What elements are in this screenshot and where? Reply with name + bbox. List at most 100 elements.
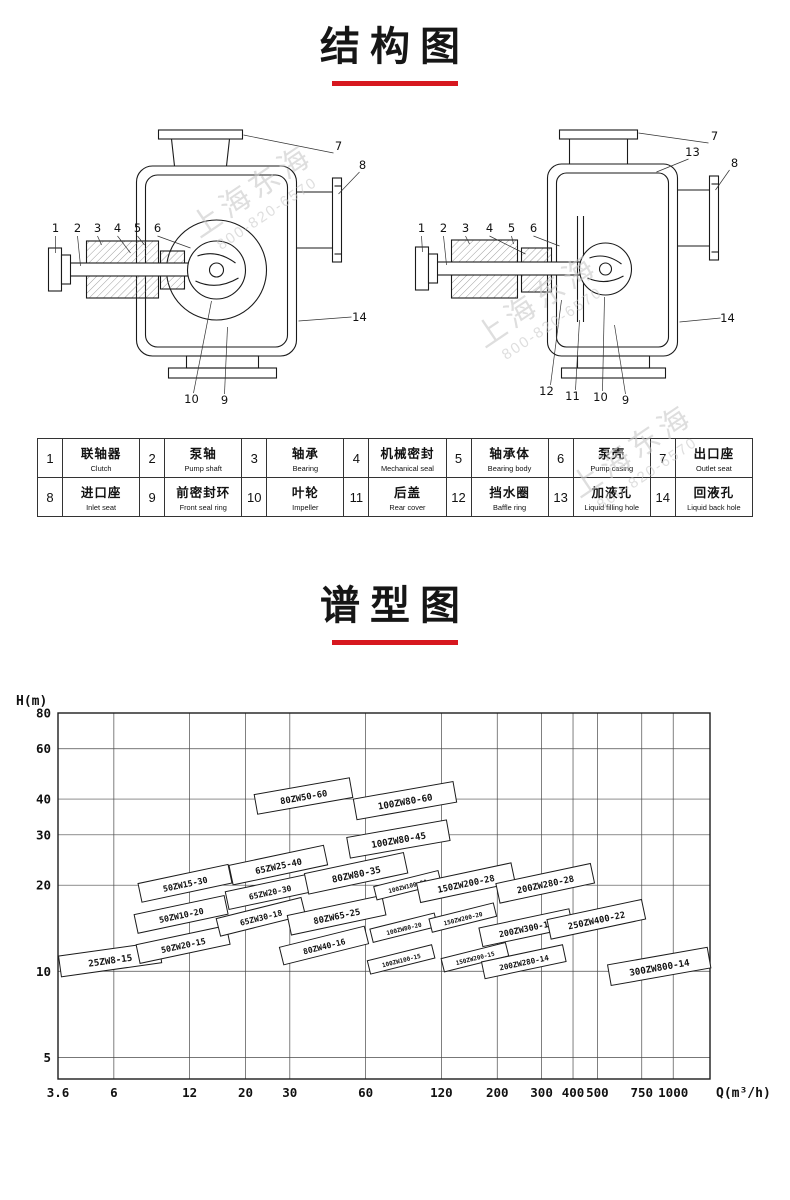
part-name-cell: 叶轮 Impeller [266, 477, 345, 517]
y-tick-label: 30 [36, 827, 51, 842]
part-name-en: Bearing body [487, 464, 532, 473]
callout-number: 8 [731, 156, 738, 170]
part-name-zh: 回液孔 [693, 486, 735, 500]
x-tick-label: 750 [630, 1085, 653, 1100]
part-name-en: Pump shaft [184, 464, 222, 473]
callout-number: 6 [154, 221, 161, 235]
pump-model-rect [135, 925, 231, 964]
pump-model-rect [480, 944, 567, 980]
callout-number: 9 [221, 393, 228, 407]
spectrum-section-header: 谱型图 [0, 573, 790, 645]
callout-number: 2 [440, 221, 447, 235]
x-tick-label: 6 [110, 1085, 118, 1100]
y-tick-label: 80 [36, 706, 51, 721]
part-number: 3 [241, 438, 268, 478]
callout-numbers-left: 1 2 3 4 5 6 7 8 14 10 9 [52, 139, 367, 407]
chart-frame [57, 712, 711, 1080]
x-tick-label: 500 [586, 1085, 609, 1100]
part-number: 9 [139, 477, 166, 517]
pump-model-box: 80ZW80-35 [303, 851, 409, 895]
x-tick-label: 20 [238, 1085, 253, 1100]
callout-number: 8 [359, 158, 366, 172]
part-name-cell: 出口座 Outlet seat [674, 438, 754, 478]
x-tick-label: 12 [182, 1085, 197, 1100]
pump-model-box: 200ZW300-18 [478, 908, 574, 948]
x-tick-label: 60 [358, 1085, 373, 1100]
callout-number: 11 [565, 389, 580, 403]
part-name-zh: 加液孔 [591, 486, 632, 500]
part-number: 12 [445, 477, 472, 517]
pump-model-rect [286, 894, 387, 936]
part-name-cell: 加液孔 Liquid filling hole [572, 477, 651, 517]
y-tick-label: 40 [36, 792, 51, 807]
part-name-zh: 叶轮 [291, 486, 319, 500]
pump-model-rect [346, 819, 451, 859]
part-number: 14 [649, 477, 676, 517]
callout-number: 4 [114, 221, 121, 235]
leader-lines-right [421, 132, 730, 395]
pump-model-rect [228, 844, 329, 886]
callout-number: 4 [486, 221, 493, 235]
callout-number: 5 [134, 221, 141, 235]
part-number: 11 [343, 477, 370, 517]
x-axis-label: Q(m³/h) [716, 1086, 771, 1101]
part-name-cell: 轴承体 Bearing body [470, 438, 549, 478]
pump-model-box: 65ZW30-18 [215, 896, 306, 937]
callout-number: 2 [74, 221, 81, 235]
part-name-en: Impeller [292, 503, 319, 512]
x-tick-label: 1000 [658, 1085, 688, 1100]
structure-title: 结构图 [320, 24, 470, 70]
callout-number: 14 [720, 311, 735, 325]
x-tick-label: 400 [562, 1085, 585, 1100]
callout-number: 3 [462, 221, 469, 235]
callout-numbers-right: 1 2 3 4 5 6 7 13 8 14 12 11 10 9 [418, 129, 738, 407]
title-underline [332, 81, 458, 86]
callout-number: 3 [94, 221, 101, 235]
pump-model-rect [440, 941, 510, 973]
pump-model-box: 100ZW100-15 [366, 944, 436, 975]
part-name-en: Outlet seat [696, 464, 732, 473]
part-name-cell: 后盖 Rear cover [368, 477, 447, 517]
x-tick-label: 120 [430, 1085, 453, 1100]
callout-number: 5 [508, 221, 515, 235]
part-name-zh: 轴承体 [489, 447, 530, 461]
pump-model-rect [215, 896, 306, 937]
x-tick-label: 30 [282, 1085, 297, 1100]
y-tick-label: 5 [43, 1050, 51, 1065]
callout-number: 6 [530, 221, 537, 235]
callout-number: 1 [52, 221, 59, 235]
structure-diagrams: 1 2 3 4 5 6 7 8 14 10 9 [0, 120, 790, 410]
pump-model-rect [366, 944, 436, 975]
part-name-zh: 联轴器 [80, 447, 122, 461]
callout-number: 1 [418, 221, 425, 235]
y-axis-label: H(m) [16, 694, 47, 709]
part-name-en: Inlet seat [86, 503, 117, 512]
part-number: 6 [547, 438, 574, 478]
pump-drawing-left [47, 129, 343, 379]
pump-model-box: 80ZW50-60 [253, 777, 354, 815]
part-name-zh: 机械密封 [380, 447, 435, 461]
pump-model-box: 65ZW25-40 [228, 844, 329, 886]
pump-model-rect [137, 863, 233, 903]
part-name-en: Rear cover [389, 503, 426, 512]
pump-model-box: 80ZW65-25 [286, 894, 387, 936]
part-number: 7 [649, 438, 676, 478]
part-name-zh: 后盖 [393, 486, 421, 500]
y-tick-label: 20 [36, 878, 51, 893]
part-name-en: Front seal ring [179, 503, 227, 512]
part-name-en: Liquid filling hole [584, 503, 640, 512]
pump-model-rect [253, 777, 354, 815]
part-name-en: Mechanical seal [380, 464, 434, 473]
part-name-zh: 前密封环 [176, 486, 231, 500]
pump-model-box: 50ZW15-30 [137, 863, 233, 903]
y-tick-label: 10 [36, 964, 51, 979]
part-name-zh: 出口座 [693, 447, 735, 461]
part-name-en: Bearing [292, 464, 319, 473]
